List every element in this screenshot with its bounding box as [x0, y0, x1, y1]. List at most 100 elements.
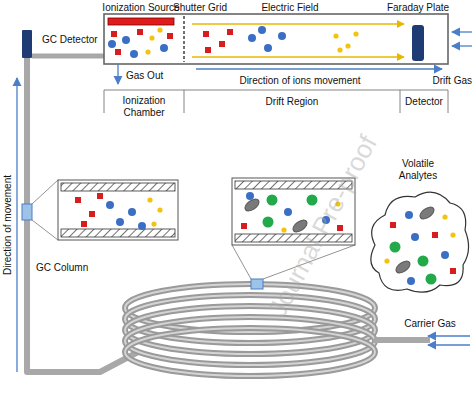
red-molecule: [75, 197, 81, 203]
ionization-source-bar: [108, 18, 174, 25]
red-molecule: [111, 31, 117, 37]
red-molecule: [205, 47, 211, 53]
blue-molecule: [278, 32, 286, 40]
red-molecule: [167, 33, 173, 39]
region-tick: [400, 90, 401, 113]
blue-molecule: [128, 208, 136, 216]
yellow-molecule: [145, 49, 150, 54]
node-label: GC Detector: [42, 34, 98, 46]
part-label: Drift Region: [266, 96, 319, 108]
blue-molecule: [284, 208, 292, 216]
coil-turn: [125, 328, 375, 376]
part-label: Carrier Gas: [404, 318, 456, 330]
carrier-arrow: [428, 344, 470, 345]
red-molecule: [390, 222, 396, 228]
yellow-molecule: [147, 197, 152, 202]
red-molecule: [432, 232, 438, 238]
green-molecule: [390, 242, 401, 253]
zoom-view: [58, 180, 178, 240]
yellow-molecule: [157, 27, 162, 32]
yellow-molecule: [151, 221, 156, 226]
green-molecule: [426, 274, 437, 285]
field-line: [192, 56, 404, 57]
cloud-shape: [371, 192, 469, 292]
shutter-grid: [183, 16, 184, 62]
part-label: Drift Gas: [433, 75, 472, 87]
yellow-molecule: [345, 43, 350, 48]
part-label: Electric Field: [261, 2, 318, 14]
coil-highlight: [125, 317, 375, 365]
blue-molecule: [122, 36, 130, 44]
coil-highlight: [125, 328, 375, 376]
green-molecule: [263, 217, 274, 228]
part-label: Detector: [405, 96, 443, 108]
yellow-molecule: [337, 47, 342, 52]
red-molecule: [81, 221, 87, 227]
direction-arrow: [16, 78, 17, 372]
yellow-molecule: [353, 31, 358, 36]
field-line: [192, 23, 404, 24]
column-coil: [125, 284, 375, 376]
ions-direction-arrow: [196, 68, 442, 69]
region-tick: [104, 90, 105, 113]
blue-molecule: [160, 44, 168, 52]
green-molecule: [418, 256, 429, 267]
part-label: Ionization Chamber: [112, 95, 176, 119]
drift-gas-arrow: [452, 45, 472, 46]
blue-molecule: [411, 233, 419, 241]
drift-tube: [104, 14, 448, 64]
coil-turn: [125, 317, 375, 365]
red-molecule: [227, 29, 233, 35]
region-bracket: [104, 90, 448, 91]
blue-molecule: [106, 201, 114, 209]
node-label: Volatile Analytes: [387, 158, 449, 182]
yellow-molecule: [281, 227, 286, 232]
red-molecule: [89, 211, 95, 217]
red-molecule: [137, 29, 143, 35]
blue-molecule: [441, 251, 449, 259]
red-molecule: [450, 268, 456, 274]
carrier-pipe: [374, 337, 430, 343]
yellow-molecule: [149, 35, 154, 40]
cloud-outline: [365, 185, 471, 297]
zoom-line: [32, 180, 58, 204]
blue-molecule: [108, 40, 116, 48]
part-label: GC Column: [36, 262, 88, 274]
region-tick: [184, 90, 185, 113]
part-label: Direction of movement: [2, 175, 14, 275]
tube-wall: [61, 229, 175, 237]
part-label: Gas Out: [126, 70, 163, 82]
blue-molecule: [258, 26, 266, 34]
grey-molecule: [394, 259, 412, 276]
red-molecule: [203, 31, 209, 37]
zoom-line: [232, 245, 251, 279]
gas-out-arrow: [117, 64, 118, 84]
node-label: Faraday Plate: [387, 2, 449, 14]
yellow-molecule: [450, 232, 455, 237]
red-molecule: [115, 49, 121, 55]
blue-molecule: [264, 44, 272, 52]
blue-molecule: [248, 34, 256, 42]
zoom-frame: [58, 180, 178, 240]
red-molecule: [241, 223, 247, 229]
drift-gas-arrow: [452, 31, 472, 32]
yellow-molecule: [442, 214, 447, 219]
faraday-plate: Faraday Plate: [412, 25, 424, 61]
tube-wall: [61, 183, 175, 191]
watermark: Journal Pre-proof: [262, 130, 383, 321]
blue-molecule: [407, 277, 415, 285]
analyte-cloud: Volatile Analytes: [365, 185, 471, 297]
tube-body: [104, 14, 448, 64]
zoom-marker: [22, 204, 32, 220]
part-label: Shutter Grid: [173, 2, 227, 14]
grey-molecule: [418, 205, 436, 222]
blue-molecule: [138, 222, 146, 230]
blue-molecule: [405, 211, 413, 219]
detector-block: GC Detector: [22, 30, 32, 58]
zoom-marker: [251, 279, 263, 289]
yellow-molecule: [157, 207, 162, 212]
blue-molecule: [246, 192, 254, 200]
carrier-arrow: [428, 335, 470, 336]
green-molecule: [267, 195, 278, 206]
